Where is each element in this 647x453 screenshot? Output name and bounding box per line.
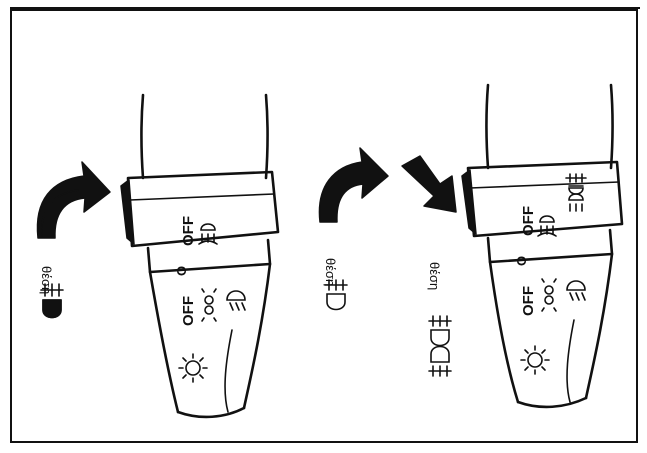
ring-off-label: OFF: [180, 216, 197, 246]
collar-index-mark: O: [174, 266, 189, 276]
bent-arrow-icon: [401, 155, 457, 213]
parking-light-icon: [541, 278, 557, 312]
front-fog-lamp-icon: [198, 223, 218, 245]
ring-off-label: OFF: [520, 206, 537, 236]
curved-arrow-icon: [318, 147, 389, 223]
switch-off-label: OFF: [520, 286, 537, 316]
position-caption: θέση: [39, 266, 54, 294]
front-fog-position-icon: [324, 279, 348, 311]
front-rear-fog-lamp-icon: [565, 173, 587, 212]
low-beam-icon: [566, 280, 586, 301]
low-beam-icon: [226, 290, 246, 311]
parking-light-icon: [201, 288, 217, 322]
left-switch-markings: OFF: [178, 288, 246, 383]
right-position-caption-two: θέση: [427, 262, 452, 377]
rear-fog-lamp-icon: [40, 283, 64, 319]
curved-arrow-icon: [36, 161, 111, 239]
right-switch-markings: OFF: [520, 278, 586, 375]
right-position-caption-one: θέση: [323, 258, 348, 311]
diagram-frame: [10, 9, 638, 443]
front-fog-lamp-icon: [537, 215, 557, 237]
light-switch-sun-icon: [178, 353, 208, 383]
collar-index-mark: O: [514, 256, 529, 266]
left-position-caption: θέση: [39, 266, 64, 319]
switch-off-label: OFF: [180, 296, 197, 326]
left-stalk: [120, 93, 280, 419]
left-ring-markings: OFF O: [174, 216, 218, 276]
light-switch-sun-icon: [520, 345, 550, 375]
position-caption: θέση: [323, 258, 338, 286]
front-and-rear-fog-position-icon: [428, 315, 452, 377]
right-stalk: [461, 83, 624, 409]
right-ring-markings: OFF O: [514, 173, 587, 266]
position-caption: θέση: [427, 262, 442, 290]
